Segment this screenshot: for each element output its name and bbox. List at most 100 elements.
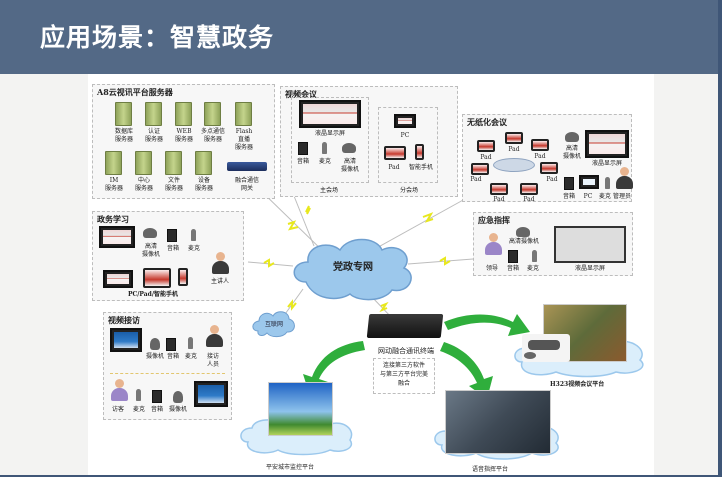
device-label: 麦克 bbox=[526, 265, 539, 272]
arrow-to-voice bbox=[440, 342, 493, 399]
city-platform-label: 平安城市监控平台 bbox=[266, 464, 315, 471]
terminal-device-icon bbox=[366, 314, 444, 338]
gateway-icon bbox=[227, 162, 267, 171]
gov-network-cloud-icon bbox=[293, 238, 412, 301]
device-label: 音箱 bbox=[166, 245, 179, 252]
video-visits-title: 视频接访 bbox=[108, 315, 140, 325]
microphone-icon bbox=[605, 177, 610, 189]
diagram-canvas: A8云视讯平台服务器 数据库 服务器 认证 服务器 WEB 服务器 多点通信 服… bbox=[88, 74, 654, 475]
bolt-icon bbox=[305, 205, 311, 215]
internet-label: 互联网 bbox=[264, 321, 283, 328]
microphone-icon bbox=[191, 229, 196, 241]
video-visits-panel: 视频接访 摄像机 音箱 麦克 接访 人员 访客 麦克 音箱 摄像机 bbox=[103, 312, 232, 420]
branch-site-label: 分会场 bbox=[399, 187, 418, 194]
server-icon bbox=[105, 151, 122, 175]
pad-icon bbox=[531, 139, 549, 151]
leader-label: 领导 bbox=[485, 265, 498, 272]
pc-icon bbox=[579, 175, 599, 189]
presenter-avatar-icon bbox=[211, 252, 229, 274]
gov-learning-title: 政务学习 bbox=[97, 214, 129, 224]
server-label: 数据库 服务器 bbox=[114, 128, 133, 143]
gateway-label: 融合通信 网关 bbox=[234, 177, 259, 192]
lcd-display-label: 液晶显示屏 bbox=[574, 265, 605, 272]
speaker-icon bbox=[152, 390, 162, 403]
terminal-label: 网动融合通讯终端 bbox=[378, 347, 434, 355]
server-label: 设备 服务器 bbox=[194, 177, 213, 192]
laptop-icon bbox=[103, 270, 133, 288]
device-label: 麦克 bbox=[187, 245, 200, 252]
device-label: 音箱 bbox=[506, 265, 519, 272]
pad-label: Pad bbox=[523, 196, 535, 203]
pad-icon bbox=[490, 183, 508, 195]
server-icon bbox=[145, 102, 162, 126]
bolt-icon bbox=[287, 220, 299, 231]
main-site-label: 主会场 bbox=[319, 187, 338, 194]
speaker-icon bbox=[166, 338, 176, 351]
branch-site-group bbox=[378, 107, 438, 183]
camera-icon bbox=[516, 227, 530, 237]
smartphone-icon bbox=[415, 144, 424, 160]
camera-label: 高清 摄像机 bbox=[562, 145, 581, 160]
device-label: Pad bbox=[388, 164, 400, 171]
video-conference-panel: 视频会议 液晶显示屏 音箱 麦克 高清 摄像机 主会场 PC Pad 智能手机 … bbox=[280, 86, 458, 197]
conference-table-icon bbox=[493, 158, 535, 172]
pad-label: Pad bbox=[546, 176, 558, 183]
monitor-icon bbox=[99, 226, 135, 248]
server-label: Flash 直播 服务器 bbox=[234, 128, 253, 151]
device-label: PC bbox=[583, 193, 593, 200]
h323-camera-icon bbox=[522, 334, 570, 362]
microphone-icon bbox=[136, 389, 141, 401]
device-label: 智能手机 bbox=[408, 164, 433, 171]
bolt-icon bbox=[422, 212, 434, 223]
video-wall-icon bbox=[554, 226, 626, 263]
device-label: 高清 摄像机 bbox=[141, 243, 160, 258]
camera-icon bbox=[565, 132, 579, 142]
device-label: 音箱 bbox=[150, 406, 163, 413]
arrow-to-h323 bbox=[444, 314, 530, 336]
smartphone-icon bbox=[178, 268, 188, 286]
device-label: 摄像机 bbox=[168, 406, 187, 413]
camera-icon bbox=[150, 338, 160, 350]
presenter-label: 主讲人 bbox=[210, 278, 229, 285]
pad-label: Pad bbox=[470, 176, 482, 183]
pad-icon bbox=[505, 132, 523, 144]
camera-icon bbox=[173, 391, 183, 403]
visitor-avatar-icon bbox=[110, 379, 128, 401]
command-center-photo bbox=[445, 390, 551, 454]
servers-panel: A8云视讯平台服务器 数据库 服务器 认证 服务器 WEB 服务器 多点通信 服… bbox=[92, 84, 275, 199]
lcd-display-label: 液晶显示屏 bbox=[591, 160, 622, 167]
pad-icon bbox=[520, 183, 538, 195]
pad-icon bbox=[540, 162, 558, 174]
device-label: 麦克 bbox=[598, 193, 611, 200]
emergency-title: 应急指挥 bbox=[478, 215, 510, 225]
bottom-border bbox=[0, 475, 722, 477]
device-label: 高清 摄像机 bbox=[340, 158, 359, 173]
pad-label: Pad bbox=[508, 146, 520, 153]
pad-icon bbox=[471, 163, 489, 175]
server-label: WEB 服务器 bbox=[174, 128, 193, 143]
device-label: 麦克 bbox=[132, 406, 145, 413]
device-label: 管理员 bbox=[612, 193, 631, 200]
device-label: 访客 bbox=[111, 406, 124, 413]
server-icon bbox=[175, 102, 192, 126]
h323-platform-label: H323视频会议平台 bbox=[550, 381, 605, 388]
paperless-title: 无纸化会议 bbox=[467, 117, 507, 127]
camera-icon bbox=[143, 228, 157, 238]
speaker-icon bbox=[298, 142, 308, 155]
bolt-icon bbox=[439, 256, 451, 266]
device-label: 音箱 bbox=[296, 158, 309, 165]
city-skyline-photo bbox=[268, 382, 333, 436]
server-icon bbox=[235, 102, 252, 126]
lcd-display-icon bbox=[299, 100, 361, 128]
bolt-icon bbox=[287, 299, 297, 311]
pad-label: Pad bbox=[493, 196, 505, 203]
right-border bbox=[718, 0, 722, 477]
device-label: 接访 人员 bbox=[206, 353, 219, 368]
paperless-meeting-panel: 无纸化会议 Pad Pad Pad Pad Pad Pad Pad 高清 摄像机… bbox=[462, 114, 633, 203]
pc-icon bbox=[394, 114, 416, 128]
bolt-icon bbox=[263, 258, 275, 268]
speaker-icon bbox=[564, 177, 574, 190]
pad-icon bbox=[477, 140, 495, 152]
monitor-icon bbox=[194, 381, 228, 407]
